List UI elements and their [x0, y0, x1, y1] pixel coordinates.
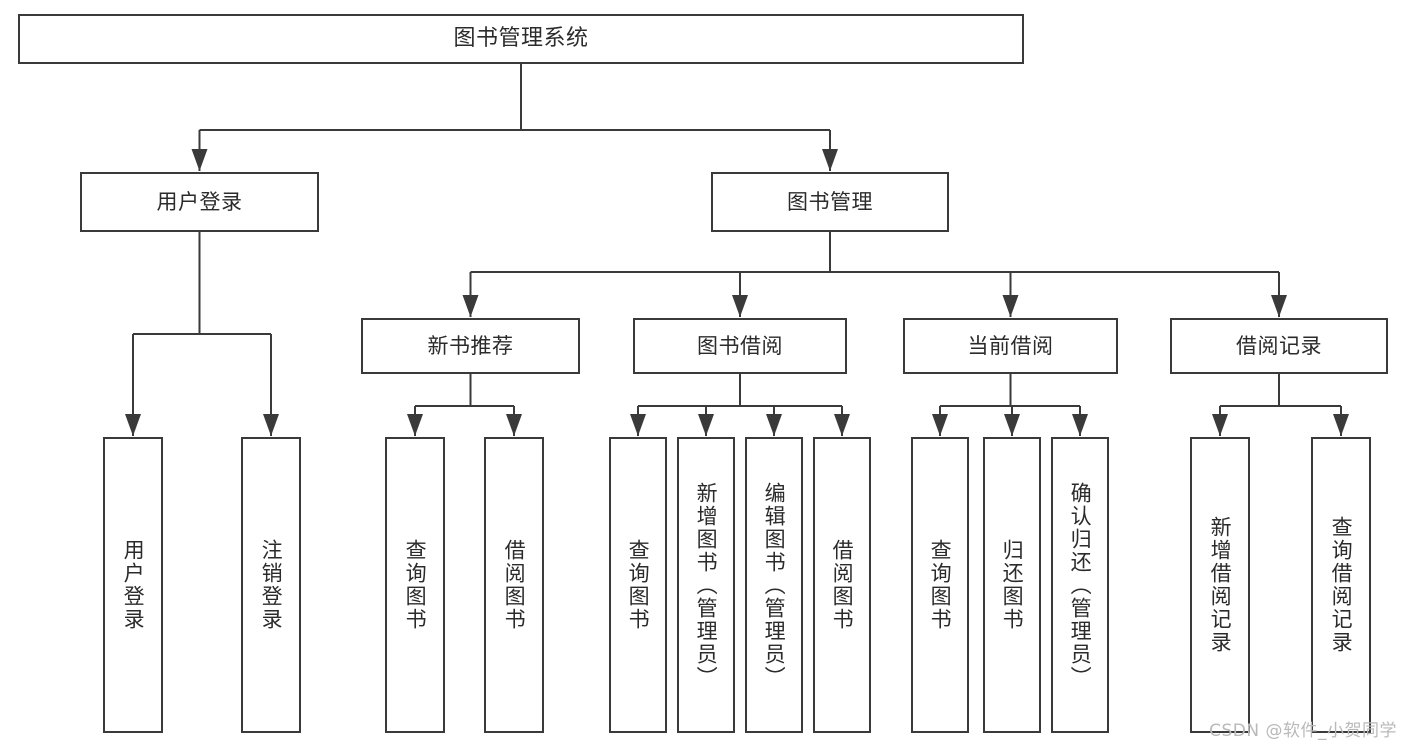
node-label: 查询图书: [403, 539, 428, 631]
node-label: 用户登录: [121, 539, 146, 631]
node-leaf-add-book[interactable]: 新增图书（管理员）: [677, 437, 735, 733]
node-leaf-edit-book[interactable]: 编辑图书（管理员）: [745, 437, 803, 733]
node-label: 编辑图书（管理员）: [762, 481, 787, 689]
node-label: 图书管理系统: [453, 26, 589, 52]
node-label: 查询图书: [928, 539, 953, 631]
node-label: 新增借阅记录: [1208, 516, 1233, 654]
node-leaf-borrow-book-2[interactable]: 借阅图书: [813, 437, 871, 733]
node-leaf-query-book-2[interactable]: 查询图书: [609, 437, 667, 733]
node-leaf-return-book[interactable]: 归还图书: [983, 437, 1041, 733]
node-label: 借阅图书: [830, 539, 855, 631]
node-label: 图书借阅: [697, 333, 783, 358]
node-label: 新书推荐: [427, 333, 514, 358]
node-leaf-confirm-return[interactable]: 确认归还（管理员）: [1051, 437, 1109, 733]
node-label: 图书管理: [787, 189, 873, 214]
node-root[interactable]: 图书管理系统: [18, 14, 1024, 64]
node-user-login[interactable]: 用户登录: [80, 172, 319, 232]
node-leaf-logout[interactable]: 注销登录: [241, 437, 301, 733]
node-label: 归还图书: [1000, 539, 1025, 631]
watermark: CSDN @软件_小贺同学: [1209, 721, 1397, 741]
node-leaf-query-book-1[interactable]: 查询图书: [385, 437, 445, 733]
node-label: 用户登录: [156, 189, 243, 214]
node-label: 确认归还（管理员）: [1068, 481, 1093, 689]
node-label: 借阅图书: [502, 539, 527, 631]
node-book-borrow[interactable]: 图书借阅: [633, 318, 847, 374]
node-leaf-query-borrow-record[interactable]: 查询借阅记录: [1311, 437, 1371, 733]
node-leaf-user-login[interactable]: 用户登录: [103, 437, 163, 733]
node-borrow-record[interactable]: 借阅记录: [1170, 318, 1388, 374]
node-new-book-recommend[interactable]: 新书推荐: [361, 318, 580, 374]
node-leaf-query-book-3[interactable]: 查询图书: [911, 437, 969, 733]
node-label: 当前借阅: [967, 333, 1054, 358]
node-book-manage[interactable]: 图书管理: [711, 172, 949, 232]
node-label: 查询借阅记录: [1329, 516, 1354, 654]
node-label: 查询图书: [626, 539, 651, 631]
node-leaf-borrow-book-1[interactable]: 借阅图书: [484, 437, 544, 733]
node-leaf-add-borrow-record[interactable]: 新增借阅记录: [1190, 437, 1250, 733]
node-label: 借阅记录: [1236, 333, 1322, 358]
node-label: 新增图书（管理员）: [694, 481, 719, 689]
node-label: 注销登录: [259, 539, 284, 631]
node-current-borrow[interactable]: 当前借阅: [903, 318, 1118, 374]
